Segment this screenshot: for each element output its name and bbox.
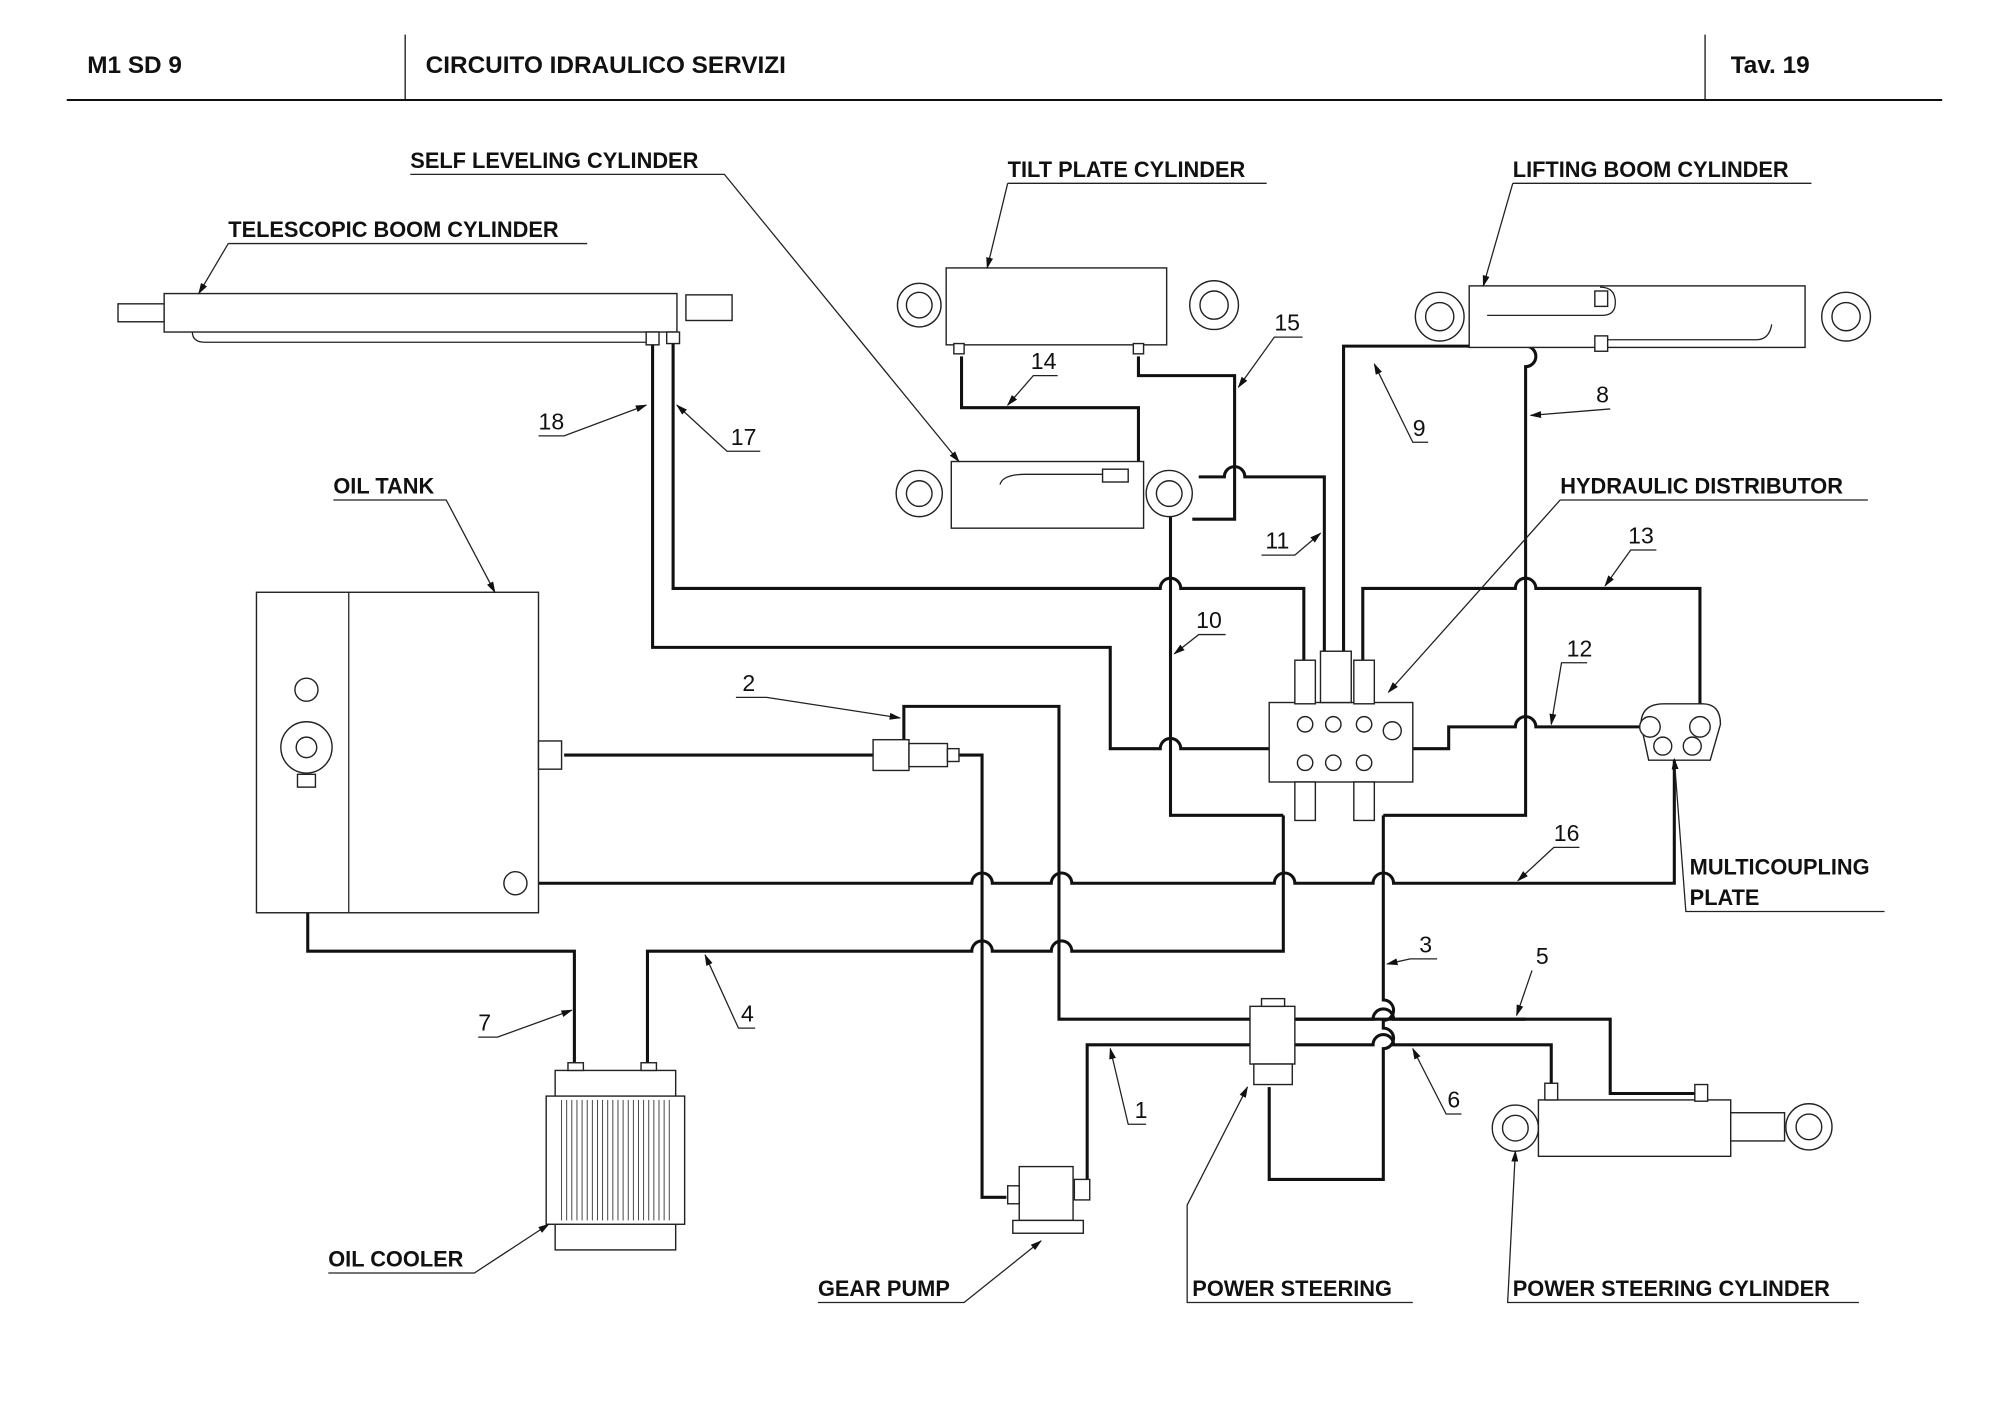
label-power-steering: POWER STEERING <box>1192 1276 1392 1301</box>
label-tilt-plate-cylinder: TILT PLATE CYLINDER <box>1008 157 1246 182</box>
hydraulic-distributor[interactable] <box>1268 650 1414 822</box>
pipe-2 <box>902 704 1526 1021</box>
pipe-6 <box>1294 1033 1553 1094</box>
label-power-steering-cylinder: POWER STEERING CYLINDER <box>1513 1276 1830 1301</box>
pipe-1 <box>1085 1043 1250 1186</box>
pipe-16 <box>528 756 1676 885</box>
lifting-boom-cylinder[interactable] <box>1414 285 1872 352</box>
pipe-11 <box>1198 465 1326 667</box>
pipe-9 <box>1342 344 1513 667</box>
label-telescopic-boom-cylinder: TELESCOPIC BOOM CYLINDER <box>228 217 559 242</box>
drawing-title: CIRCUITO IDRAULICO SERVIZI <box>426 52 786 79</box>
label-lifting-boom-cylinder: LIFTING BOOM CYLINDER <box>1513 157 1789 182</box>
title-block: M1 SD 9 CIRCUITO IDRAULICO SERVIZI Tav. … <box>66 34 1943 102</box>
pipe-label-4: 4 <box>741 1001 754 1027</box>
label-self-leveling-cylinder: SELF LEVELING CYLINDER <box>410 148 698 173</box>
pipe-label-9: 9 <box>1413 415 1426 441</box>
oil-cooler[interactable] <box>545 1062 686 1251</box>
power-steering-cylinder[interactable] <box>1491 1082 1833 1158</box>
pipe-label-10: 10 <box>1196 607 1222 633</box>
drawing-code: M1 SD 9 <box>87 52 182 79</box>
multicoupling-plate[interactable] <box>1638 703 1722 761</box>
pipe-label-17: 17 <box>731 424 757 450</box>
pipe-label-8: 8 <box>1596 382 1609 408</box>
pipe-label-6: 6 <box>1447 1087 1460 1113</box>
pipe-10 <box>1168 512 1284 817</box>
sheet-number: Tav. 19 <box>1731 52 1810 79</box>
pipe-4 <box>645 815 1285 1067</box>
pipe-label-15: 15 <box>1274 310 1300 336</box>
pipe-3 <box>1267 815 1396 1181</box>
pipe-13 <box>1361 576 1702 725</box>
label-gear-pump: GEAR PUMP <box>818 1276 950 1301</box>
pipe-18 <box>651 343 1286 751</box>
label-oil-tank: OIL TANK <box>333 474 434 499</box>
pipe-15 <box>1136 356 1237 521</box>
pipe-label-12: 12 <box>1567 635 1593 661</box>
oil-tank[interactable] <box>255 591 563 914</box>
pipe-12 <box>1362 715 1644 751</box>
pipe-label-11: 11 <box>1265 528 1289 554</box>
power-steering-unit[interactable] <box>1249 997 1296 1086</box>
pipe-callouts: 1 2 3 4 5 6 7 8 9 10 11 12 13 14 15 16 1… <box>478 310 1657 1125</box>
pipe-label-3: 3 <box>1419 931 1432 957</box>
pipe-label-5: 5 <box>1536 943 1549 969</box>
pipe-label-18: 18 <box>538 408 564 434</box>
self-leveling-cylinder[interactable] <box>895 460 1193 529</box>
pipe-5 <box>1294 1007 1699 1096</box>
pipes <box>306 307 1702 1199</box>
pipe-filter-pump <box>958 753 1007 1199</box>
pipe-14 <box>960 356 1140 465</box>
label-oil-cooler: OIL COOLER <box>328 1247 463 1272</box>
pipe-label-14: 14 <box>1031 348 1057 374</box>
pipe-label-1: 1 <box>1135 1097 1148 1123</box>
pipe-label-2: 2 <box>742 670 755 696</box>
label-multicoupling: MULTICOUPLING <box>1690 854 1870 879</box>
pipe-label-16: 16 <box>1554 820 1580 846</box>
pipe-label-13: 13 <box>1628 523 1654 549</box>
labels: TELESCOPIC BOOM CYLINDER SELF LEVELING C… <box>199 148 1885 1304</box>
label-plate: PLATE <box>1690 885 1760 910</box>
label-hydraulic-distributor: HYDRAULIC DISTRIBUTOR <box>1560 474 1843 499</box>
pipe-label-7: 7 <box>478 1010 491 1036</box>
telescopic-boom-cylinder[interactable] <box>117 292 733 346</box>
gear-pump[interactable] <box>1006 1165 1091 1234</box>
tilt-plate-cylinder[interactable] <box>896 267 1240 355</box>
line-filter[interactable] <box>872 738 960 772</box>
